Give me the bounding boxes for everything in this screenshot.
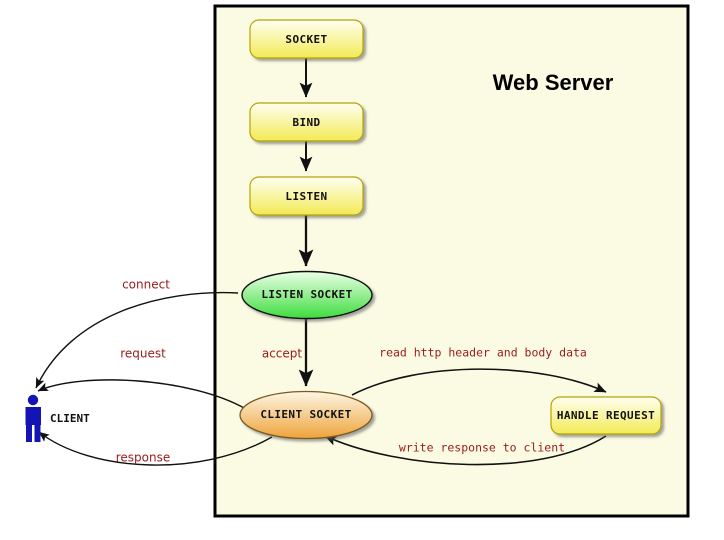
page-title: Web Server (493, 70, 614, 95)
node-listen-socket-label: LISTEN SOCKET (261, 288, 352, 301)
edge-label-write-response: write response to client (399, 441, 565, 455)
node-socket[interactable]: SOCKET (249, 19, 364, 59)
node-handle-request[interactable]: HANDLE REQUEST (550, 396, 662, 435)
edge-clientsocket-handlerequest (351, 368, 607, 396)
node-socket-label: SOCKET (285, 33, 327, 46)
node-bind[interactable]: BIND (249, 102, 364, 142)
actor-head-icon (27, 394, 39, 406)
edge-client-listensocket (35, 291, 239, 389)
node-listen-socket[interactable]: LISTEN SOCKET (241, 270, 373, 320)
node-handle-request-shape (550, 396, 662, 435)
edge-label-read-http: read http header and body data (379, 346, 587, 360)
edge-label-request: request (120, 347, 166, 361)
node-listen-label: LISTEN (285, 190, 327, 203)
node-handle-request-label: HANDLE REQUEST (557, 409, 655, 422)
web-server-boundary (213, 4, 690, 518)
edge-client-clientsocket (37, 379, 247, 410)
node-socket-shape (249, 19, 364, 59)
actor-leg-left-icon (26, 425, 32, 442)
edge-clientsocket-client (38, 431, 273, 466)
node-listen-socket-shape (241, 270, 373, 320)
node-client-socket-label: CLIENT SOCKET (260, 408, 351, 421)
node-client-socket-shape (239, 390, 373, 440)
node-bind-shape (249, 102, 364, 142)
edge-handlerequest-clientsocket (324, 435, 607, 466)
actor-leg-right-icon (34, 425, 41, 442)
edge-label-response: response (116, 451, 171, 465)
client-actor[interactable]: CLIENT (25, 394, 91, 442)
edge-label-connect: connect (122, 278, 170, 292)
node-listen[interactable]: LISTEN (249, 176, 364, 216)
node-bind-label: BIND (292, 116, 320, 129)
client-actor-label: CLIENT (50, 412, 90, 425)
node-client-socket[interactable]: CLIENT SOCKET (239, 390, 373, 440)
actor-body-icon (25, 407, 41, 425)
edge-label-accept: accept (262, 347, 303, 361)
node-listen-shape (249, 176, 364, 216)
